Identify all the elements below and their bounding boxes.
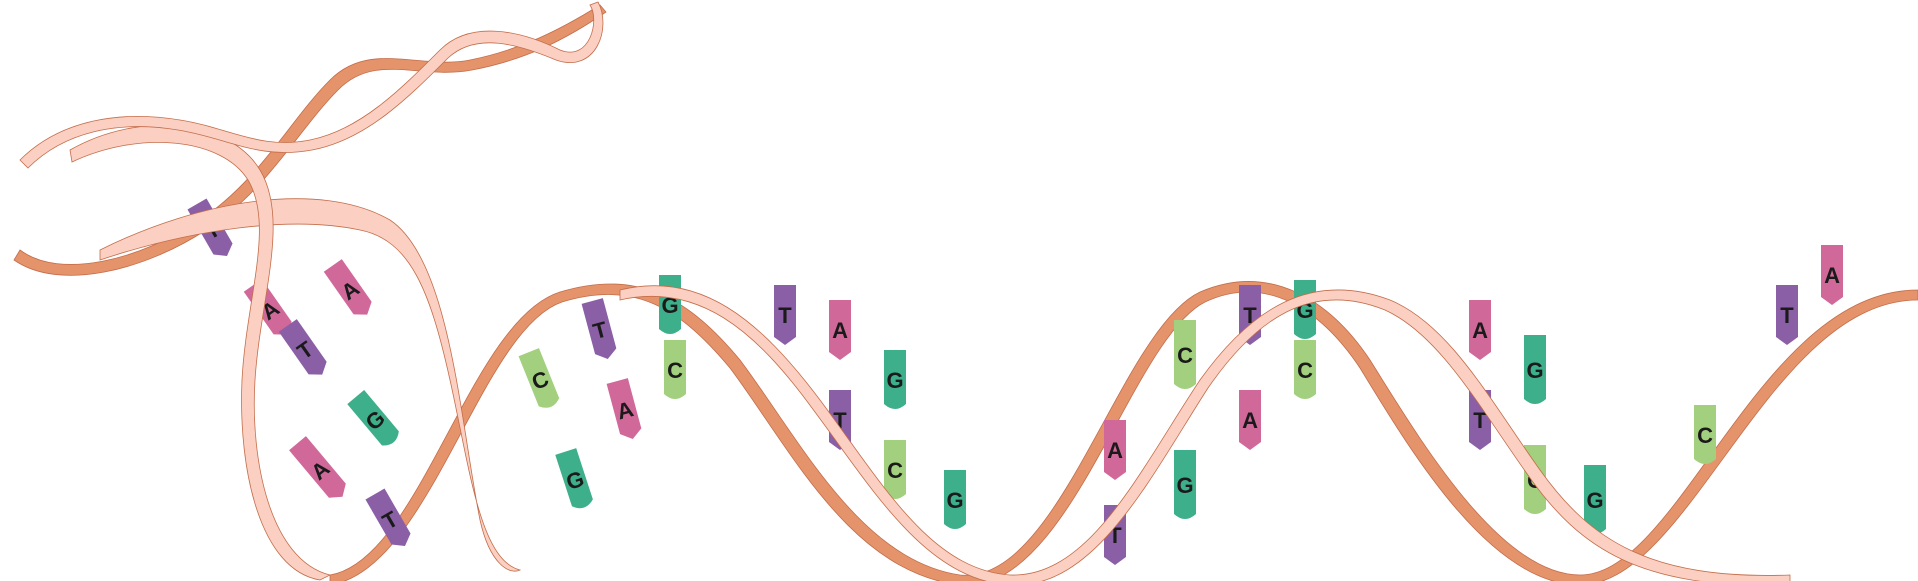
base-pair-group: TAATGATCGTAGCTATGCGATCGTAGCATGCGCTA xyxy=(187,198,1843,565)
base-t-b14: T xyxy=(774,285,796,345)
base-shape-b27 xyxy=(1294,340,1316,399)
base-shape-b5 xyxy=(347,389,399,446)
base-label-b20: A xyxy=(1107,438,1123,463)
base-shape-b28 xyxy=(1469,300,1491,360)
base-shape-b19 xyxy=(944,470,966,529)
base-shape-b3 xyxy=(323,259,372,315)
base-a-b28: A xyxy=(1469,300,1491,360)
base-label-b19: G xyxy=(946,488,963,513)
base-a-b35: A xyxy=(1821,245,1843,305)
base-shape-b11 xyxy=(606,378,642,439)
base-label-b9: G xyxy=(563,466,587,495)
base-shape-b13 xyxy=(664,340,686,399)
base-label-b23: G xyxy=(1176,473,1193,498)
base-t-b4: T xyxy=(278,319,327,375)
front-strand-main xyxy=(99,198,522,572)
base-a-b25: A xyxy=(1239,390,1261,450)
base-shape-b34 xyxy=(1776,285,1798,345)
base-t-b10: T xyxy=(581,298,617,359)
base-c-b18: C xyxy=(884,440,906,499)
base-t-b34: T xyxy=(1776,285,1798,345)
base-g-b23: G xyxy=(1174,450,1196,519)
base-a-b11: A xyxy=(606,378,642,439)
base-shape-b18 xyxy=(884,440,906,499)
base-shape-b15 xyxy=(829,300,851,360)
base-g-b9: G xyxy=(555,448,593,509)
base-c-b33: C xyxy=(1694,405,1716,464)
base-label-b35: A xyxy=(1824,263,1840,288)
base-label-b14: T xyxy=(778,303,792,328)
base-shape-b10 xyxy=(581,298,617,359)
base-shape-b9 xyxy=(555,448,593,509)
front-strand-right xyxy=(619,285,1791,581)
base-a-b15: A xyxy=(829,300,851,360)
base-shape-b25 xyxy=(1239,390,1261,450)
base-label-b12: G xyxy=(661,293,678,318)
base-g-b19: G xyxy=(944,470,966,529)
base-t-b7: T xyxy=(365,488,411,546)
base-shape-b4 xyxy=(278,319,327,375)
base-label-b27: C xyxy=(1297,358,1313,383)
base-c-b13: C xyxy=(664,340,686,399)
base-shape-b8 xyxy=(518,348,560,408)
base-c-b27: C xyxy=(1294,340,1316,399)
base-label-b30: G xyxy=(1526,358,1543,383)
front-strand-group xyxy=(19,1,1791,581)
front-strand-loop xyxy=(69,124,332,581)
base-label-b22: C xyxy=(1177,343,1193,368)
base-shape-b22 xyxy=(1174,320,1196,389)
base-label-b34: T xyxy=(1780,303,1794,328)
base-a-b20: A xyxy=(1104,420,1126,480)
base-shape-b17 xyxy=(884,350,906,409)
base-shape-b33 xyxy=(1694,405,1716,464)
base-g-b32: G xyxy=(1584,465,1606,534)
base-label-b29: T xyxy=(1473,408,1487,433)
base-shape-b30 xyxy=(1524,335,1546,404)
base-shape-b23 xyxy=(1174,450,1196,519)
base-shape-b6 xyxy=(289,436,346,498)
base-shape-b7 xyxy=(365,488,411,546)
base-g-b30: G xyxy=(1524,335,1546,404)
base-g-b17: G xyxy=(884,350,906,409)
front-strand-upper xyxy=(19,1,604,169)
base-label-b15: A xyxy=(832,318,848,343)
base-shape-b20 xyxy=(1104,420,1126,480)
base-g-b5: G xyxy=(347,389,399,446)
base-a-b6: A xyxy=(289,436,346,498)
base-label-b32: G xyxy=(1586,488,1603,513)
base-c-b8: C xyxy=(518,348,560,408)
base-c-b22: C xyxy=(1174,320,1196,389)
base-shape-b35 xyxy=(1821,245,1843,305)
base-shape-b14 xyxy=(774,285,796,345)
base-label-b17: G xyxy=(886,368,903,393)
back-strand-main xyxy=(329,281,1918,581)
base-label-b11: A xyxy=(614,396,636,424)
base-g-b26: G xyxy=(1294,280,1316,339)
base-label-b28: A xyxy=(1472,318,1488,343)
base-shape-b32 xyxy=(1584,465,1606,534)
base-label-b13: C xyxy=(667,358,683,383)
base-label-b18: C xyxy=(887,458,903,483)
base-g-b12: G xyxy=(659,275,681,334)
base-label-b33: C xyxy=(1697,423,1713,448)
base-label-b25: A xyxy=(1242,408,1258,433)
base-a-b3: A xyxy=(323,259,372,315)
